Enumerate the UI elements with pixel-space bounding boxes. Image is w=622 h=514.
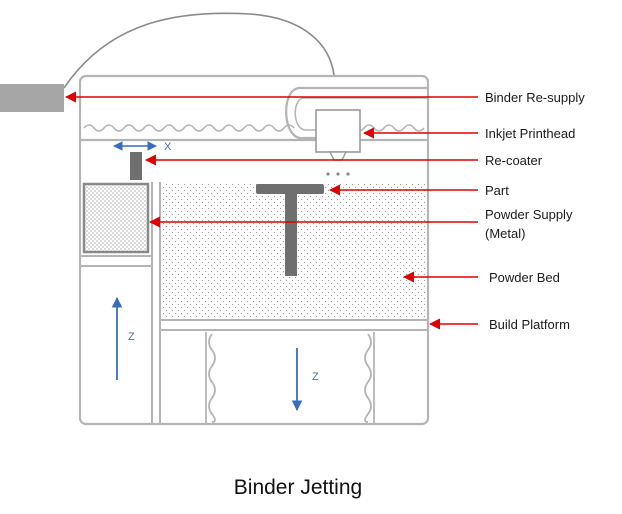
inkjet-printhead (315, 109, 361, 153)
part (256, 184, 324, 276)
label-build-platform: Build Platform (489, 317, 570, 332)
printhead-nozzle (328, 151, 348, 161)
diagram-caption: Binder Jetting (234, 476, 362, 499)
platform-z-axis-label: Z (312, 371, 319, 383)
machine-frame (78, 74, 430, 426)
binder-supply-hose (63, 12, 335, 89)
label-inkjet-printhead: Inkjet Printhead (485, 126, 575, 141)
binder-resupply-block (0, 84, 64, 112)
recoater-x-axis-label: X (164, 141, 172, 153)
printhead-carriage-loop-inner (294, 97, 428, 131)
recoater (130, 152, 142, 180)
gantry-rail (83, 124, 425, 132)
callout-arrows (64, 91, 478, 330)
label-part: Part (485, 183, 509, 198)
label-powder-supply-metal: (Metal) (485, 226, 525, 241)
label-recoater: Re-coater (485, 153, 543, 168)
printhead-carriage-loop (285, 86, 428, 140)
binder-droplets (326, 172, 350, 176)
powder-supply-chamber (80, 182, 153, 424)
build-platform (160, 319, 428, 331)
label-powder-bed: Powder Bed (489, 270, 560, 285)
supply-z-axis-label: Z (128, 331, 135, 343)
label-powder-supply: Powder Supply (485, 207, 573, 222)
platform-piston-bellows (205, 332, 375, 424)
label-binder-resupply: Binder Re-supply (485, 90, 585, 105)
